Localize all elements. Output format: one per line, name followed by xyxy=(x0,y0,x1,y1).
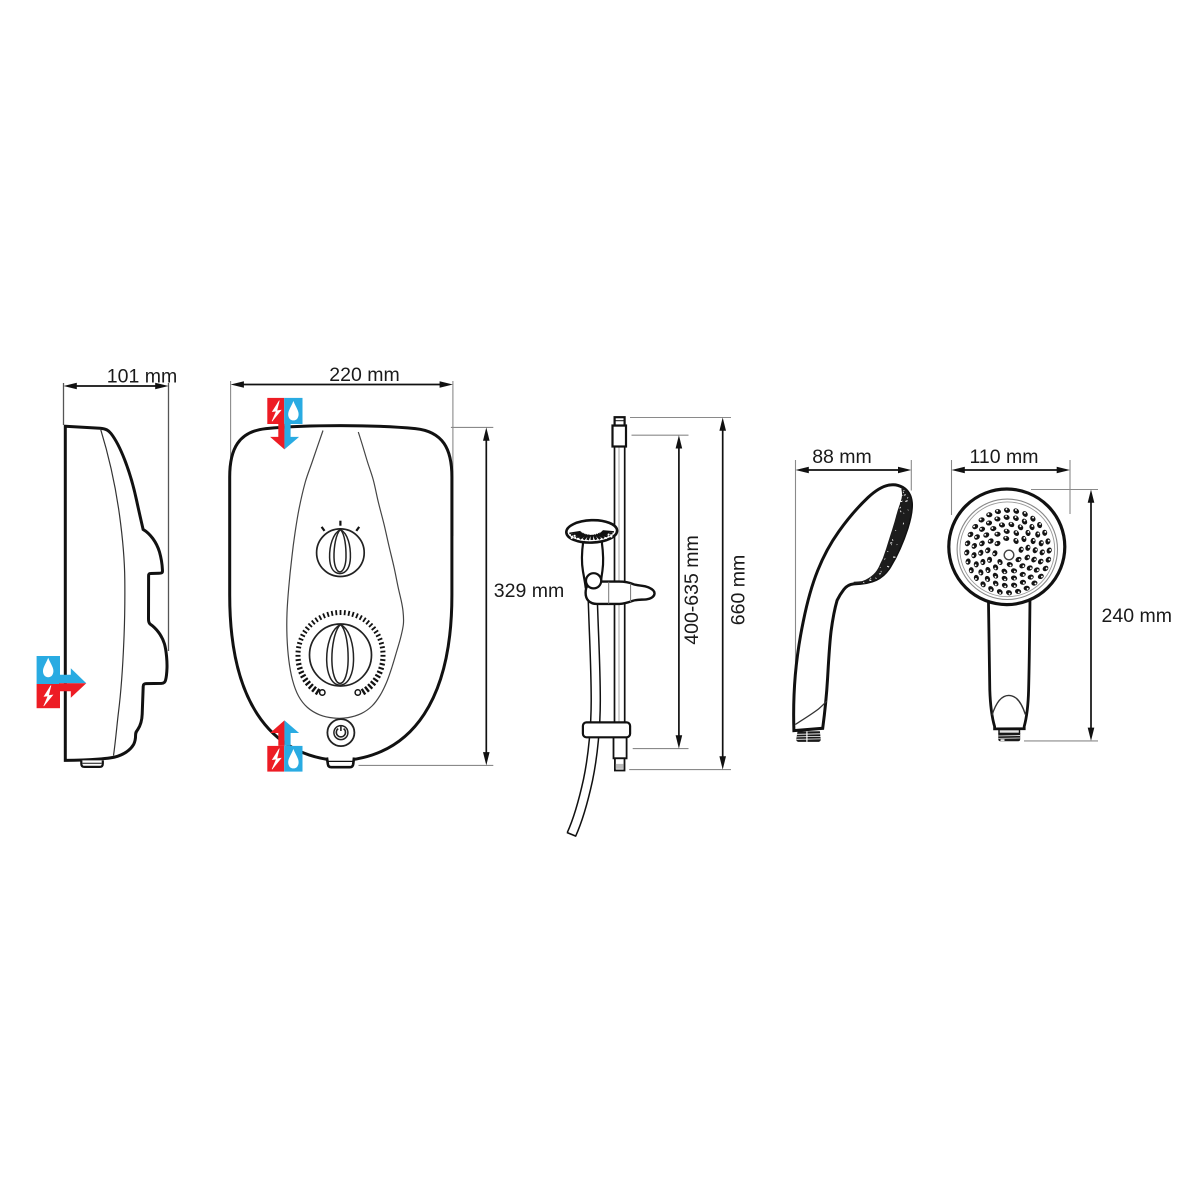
svg-text:660 mm: 660 mm xyxy=(727,555,749,625)
svg-text:329 mm: 329 mm xyxy=(494,580,564,602)
svg-text:110 mm: 110 mm xyxy=(970,446,1039,468)
svg-text:400-635 mm: 400-635 mm xyxy=(681,535,703,644)
svg-text:240 mm: 240 mm xyxy=(1102,605,1172,627)
svg-text:101 mm: 101 mm xyxy=(107,366,177,388)
svg-text:220 mm: 220 mm xyxy=(329,364,399,386)
svg-text:88 mm: 88 mm xyxy=(812,446,872,468)
